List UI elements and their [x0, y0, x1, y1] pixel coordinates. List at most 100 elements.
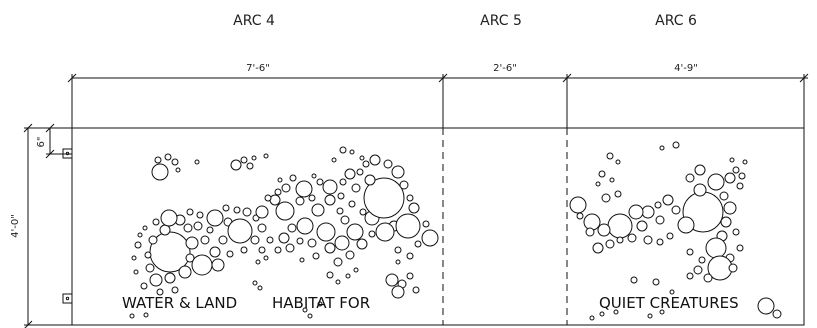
perforation-hole	[251, 155, 257, 161]
perforation-hole	[255, 205, 269, 219]
perforation-hole	[264, 194, 272, 202]
perforation-hole	[311, 203, 325, 217]
perforation-hole	[317, 301, 323, 307]
perforation-hole	[186, 208, 194, 216]
perforation-hole	[359, 155, 365, 161]
mounting-hole-top	[65, 151, 70, 156]
perforation-hole	[732, 166, 740, 174]
perforation-hole	[583, 213, 601, 231]
perforation-hole	[331, 157, 337, 163]
perforation-hole	[335, 279, 341, 285]
perforation-hole	[742, 159, 748, 165]
perforation-hole	[394, 246, 402, 254]
perforation-hole	[693, 265, 703, 275]
caption-water-land: WATER & LAND	[122, 294, 237, 312]
perforation-pattern	[129, 141, 782, 321]
perforation-hole	[156, 288, 164, 296]
perforation-hole	[257, 285, 263, 291]
perforation-hole	[666, 232, 674, 240]
perforation-hole	[406, 194, 414, 202]
perforation-hole	[643, 235, 653, 245]
perforation-hole	[307, 313, 313, 319]
perforation-hole	[285, 243, 295, 253]
perforation-hole	[698, 256, 706, 264]
mounting-hole-bottom	[65, 296, 70, 301]
perforation-hole	[609, 177, 615, 183]
perforation-hole	[406, 272, 414, 280]
perforation-hole	[296, 237, 304, 245]
perforation-hole	[324, 194, 336, 206]
perforation-hole	[406, 252, 414, 260]
perforation-hole	[148, 235, 158, 245]
perforation-hole	[356, 168, 364, 176]
perforation-hole	[281, 183, 291, 193]
caption-quiet-creatures: QUIET CREATURES	[599, 294, 739, 312]
perforation-hole	[129, 313, 135, 319]
perforation-hole	[194, 159, 200, 165]
height-dimension-line	[23, 123, 72, 328]
perforation-hole	[218, 235, 228, 245]
perforation-hole	[569, 196, 587, 214]
perforation-hole	[312, 252, 320, 260]
perforation-hole	[316, 178, 324, 186]
perforation-hole	[685, 173, 695, 183]
perforation-hole	[597, 223, 611, 237]
perforation-hole	[222, 204, 230, 212]
perforation-hole	[671, 205, 681, 215]
perforation-hole	[349, 149, 355, 155]
perforation-hole	[362, 160, 370, 168]
perforation-hole	[351, 183, 361, 193]
perforation-hole	[383, 159, 393, 169]
perforation-hole	[408, 202, 420, 214]
perforation-hole	[592, 242, 604, 254]
arc-6-title: ARC 6	[655, 13, 697, 29]
perforation-hole	[171, 286, 179, 294]
perforation-hole	[196, 211, 204, 219]
perforation-hole	[422, 220, 430, 228]
perforation-hole	[252, 280, 258, 286]
perforation-hole	[627, 233, 637, 243]
perforation-hole	[274, 246, 282, 254]
perforation-hole	[240, 156, 248, 164]
perforation-hole	[359, 208, 367, 216]
perforation-hole	[263, 153, 269, 159]
perforation-hole	[375, 222, 395, 242]
perforation-hole	[391, 165, 405, 179]
perforation-hole	[299, 257, 305, 263]
perforation-hole	[246, 162, 254, 170]
perforation-hole	[200, 235, 210, 245]
perforation-hole	[395, 259, 401, 265]
perforation-hole	[193, 221, 203, 231]
perforation-hole	[395, 213, 421, 239]
perforation-hole	[732, 228, 740, 236]
perforation-hole	[728, 263, 738, 273]
mounting-tab-bottom	[62, 293, 73, 304]
perforation-hole	[636, 220, 648, 232]
perforation-hole	[175, 167, 181, 173]
perforation-hole	[628, 204, 644, 220]
perforation-hole	[659, 309, 665, 315]
perforation-hole	[266, 236, 274, 244]
caption-habitat-for: HABITAT FOR	[272, 294, 370, 312]
perforation-hole	[694, 164, 706, 176]
perforation-hole	[705, 237, 727, 259]
perforation-hole	[724, 172, 736, 184]
perforation-hole	[421, 229, 439, 247]
perforation-hole	[729, 157, 735, 163]
perforation-hole	[302, 307, 308, 313]
arc-4-title: ARC 4	[233, 13, 275, 29]
perforation-hole	[226, 250, 234, 258]
perforation-hole	[669, 289, 675, 295]
perforation-hole	[322, 179, 338, 195]
perforation-hole	[209, 246, 221, 258]
perforation-hole	[772, 309, 782, 319]
panel-height-dimension: 4'-0"	[10, 214, 21, 238]
perforation-hole	[677, 216, 695, 234]
arc-5-width-dimension: 2'-6"	[493, 63, 517, 74]
mounting-tab-top	[62, 148, 73, 159]
perforation-hole	[269, 194, 281, 206]
perforation-hole	[145, 263, 155, 273]
perforation-hole	[364, 174, 376, 186]
perforation-hole	[346, 223, 364, 241]
